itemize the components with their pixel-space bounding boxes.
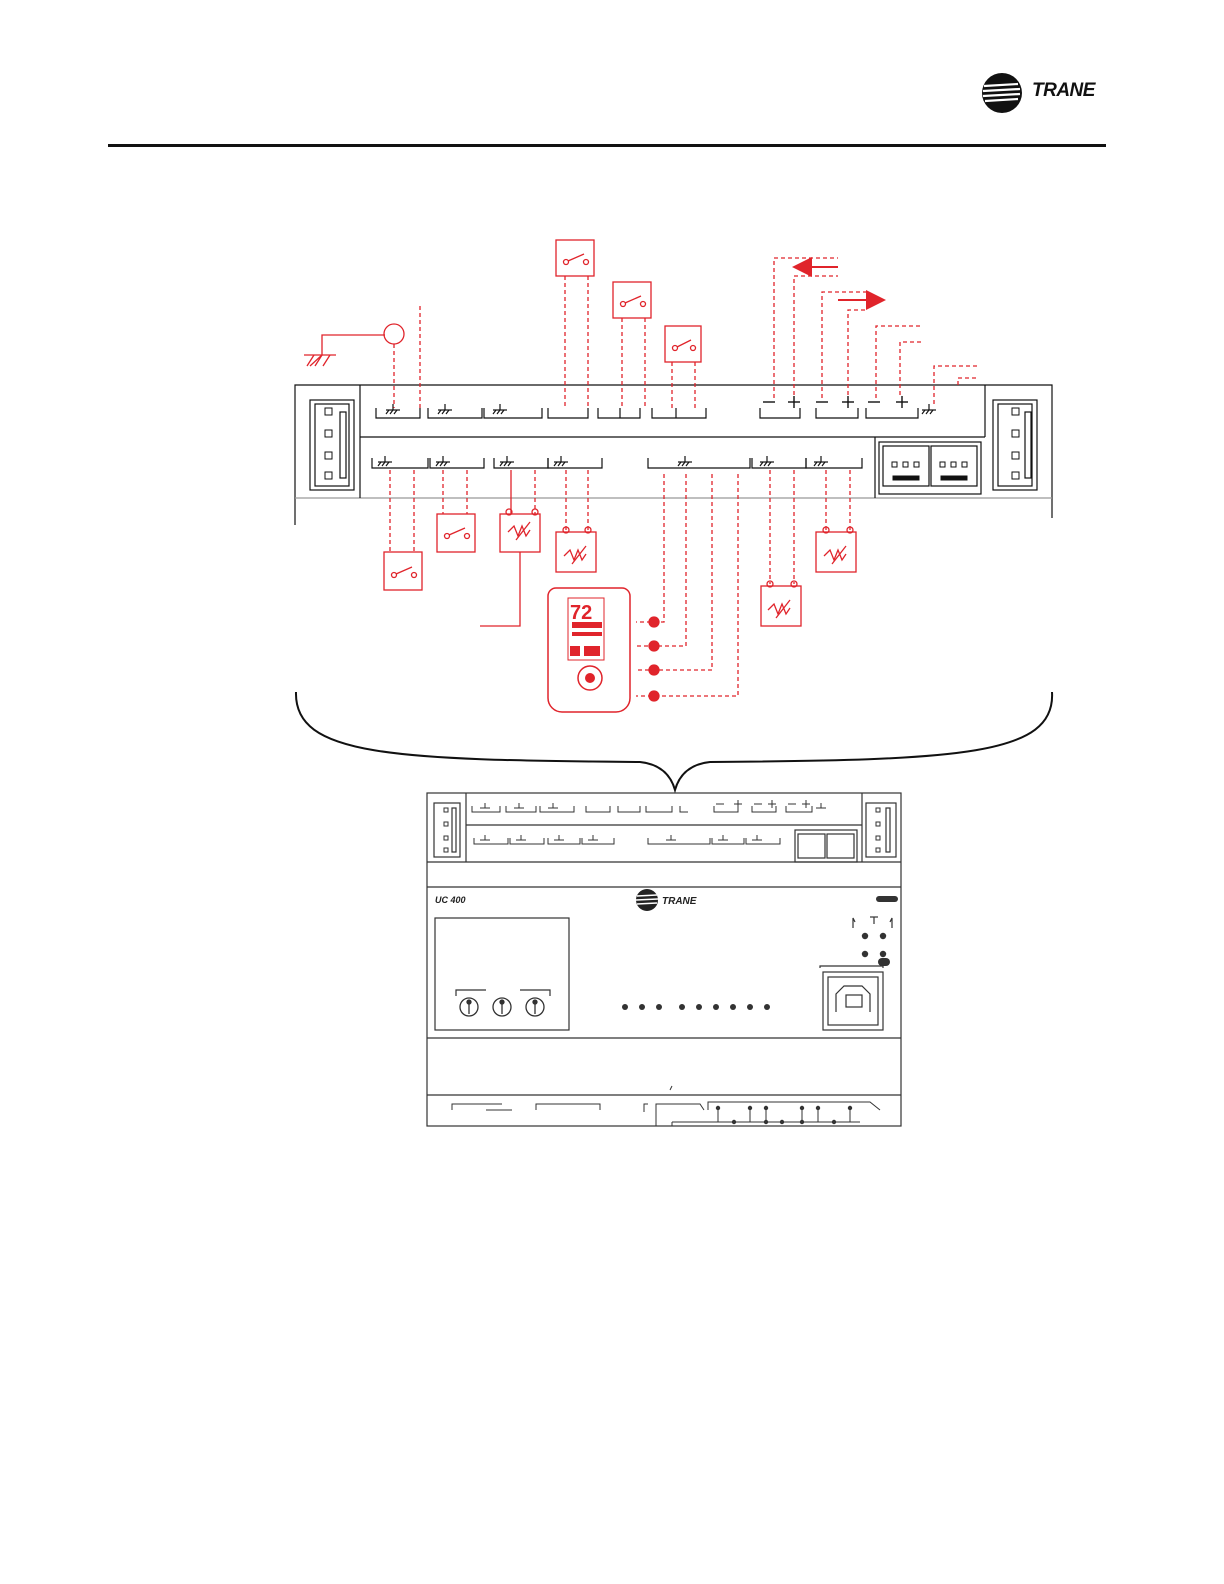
current-sensor-icon (384, 324, 404, 344)
thermistor-icon (556, 532, 596, 572)
device-logo-text: TRANE (662, 896, 697, 907)
thermistor-icon (816, 532, 856, 572)
rotary-address-switch (460, 998, 544, 1016)
thermostat-display-digits: 72 (570, 602, 592, 624)
status-leds (622, 896, 898, 1010)
uc400-controller (427, 793, 901, 1126)
field-wiring: 72 (304, 240, 978, 712)
binary-switch-icon (437, 514, 475, 552)
zoom-brace (296, 692, 1052, 790)
thermistor-icon (500, 514, 540, 552)
usb-port (823, 972, 883, 1030)
enlarged-terminal-view (295, 385, 1052, 525)
device-model-label: UC 400 (435, 895, 466, 905)
